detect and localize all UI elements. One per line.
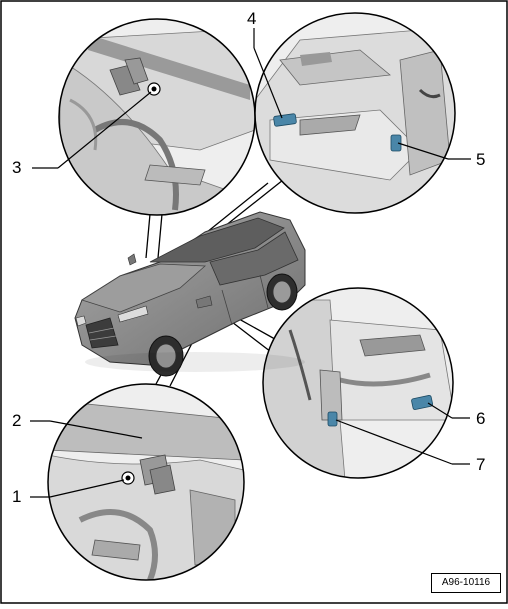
callout-2: 2 xyxy=(12,411,22,430)
detail-circle-top-right xyxy=(254,12,456,214)
detail-circle-bottom-left xyxy=(47,383,245,581)
callout-5: 5 xyxy=(476,150,486,169)
car-illustration xyxy=(74,211,306,377)
callout-7: 7 xyxy=(476,455,486,474)
callout-1: 1 xyxy=(12,487,22,506)
figure-reference: A96-10116 xyxy=(431,573,501,593)
leader-lines xyxy=(30,28,471,498)
callout-4: 4 xyxy=(247,9,257,28)
detail-circle-mid-right xyxy=(262,287,454,479)
callout-6: 6 xyxy=(476,409,486,428)
callout-3: 3 xyxy=(12,158,22,177)
detail-circle-top-left xyxy=(58,18,256,216)
